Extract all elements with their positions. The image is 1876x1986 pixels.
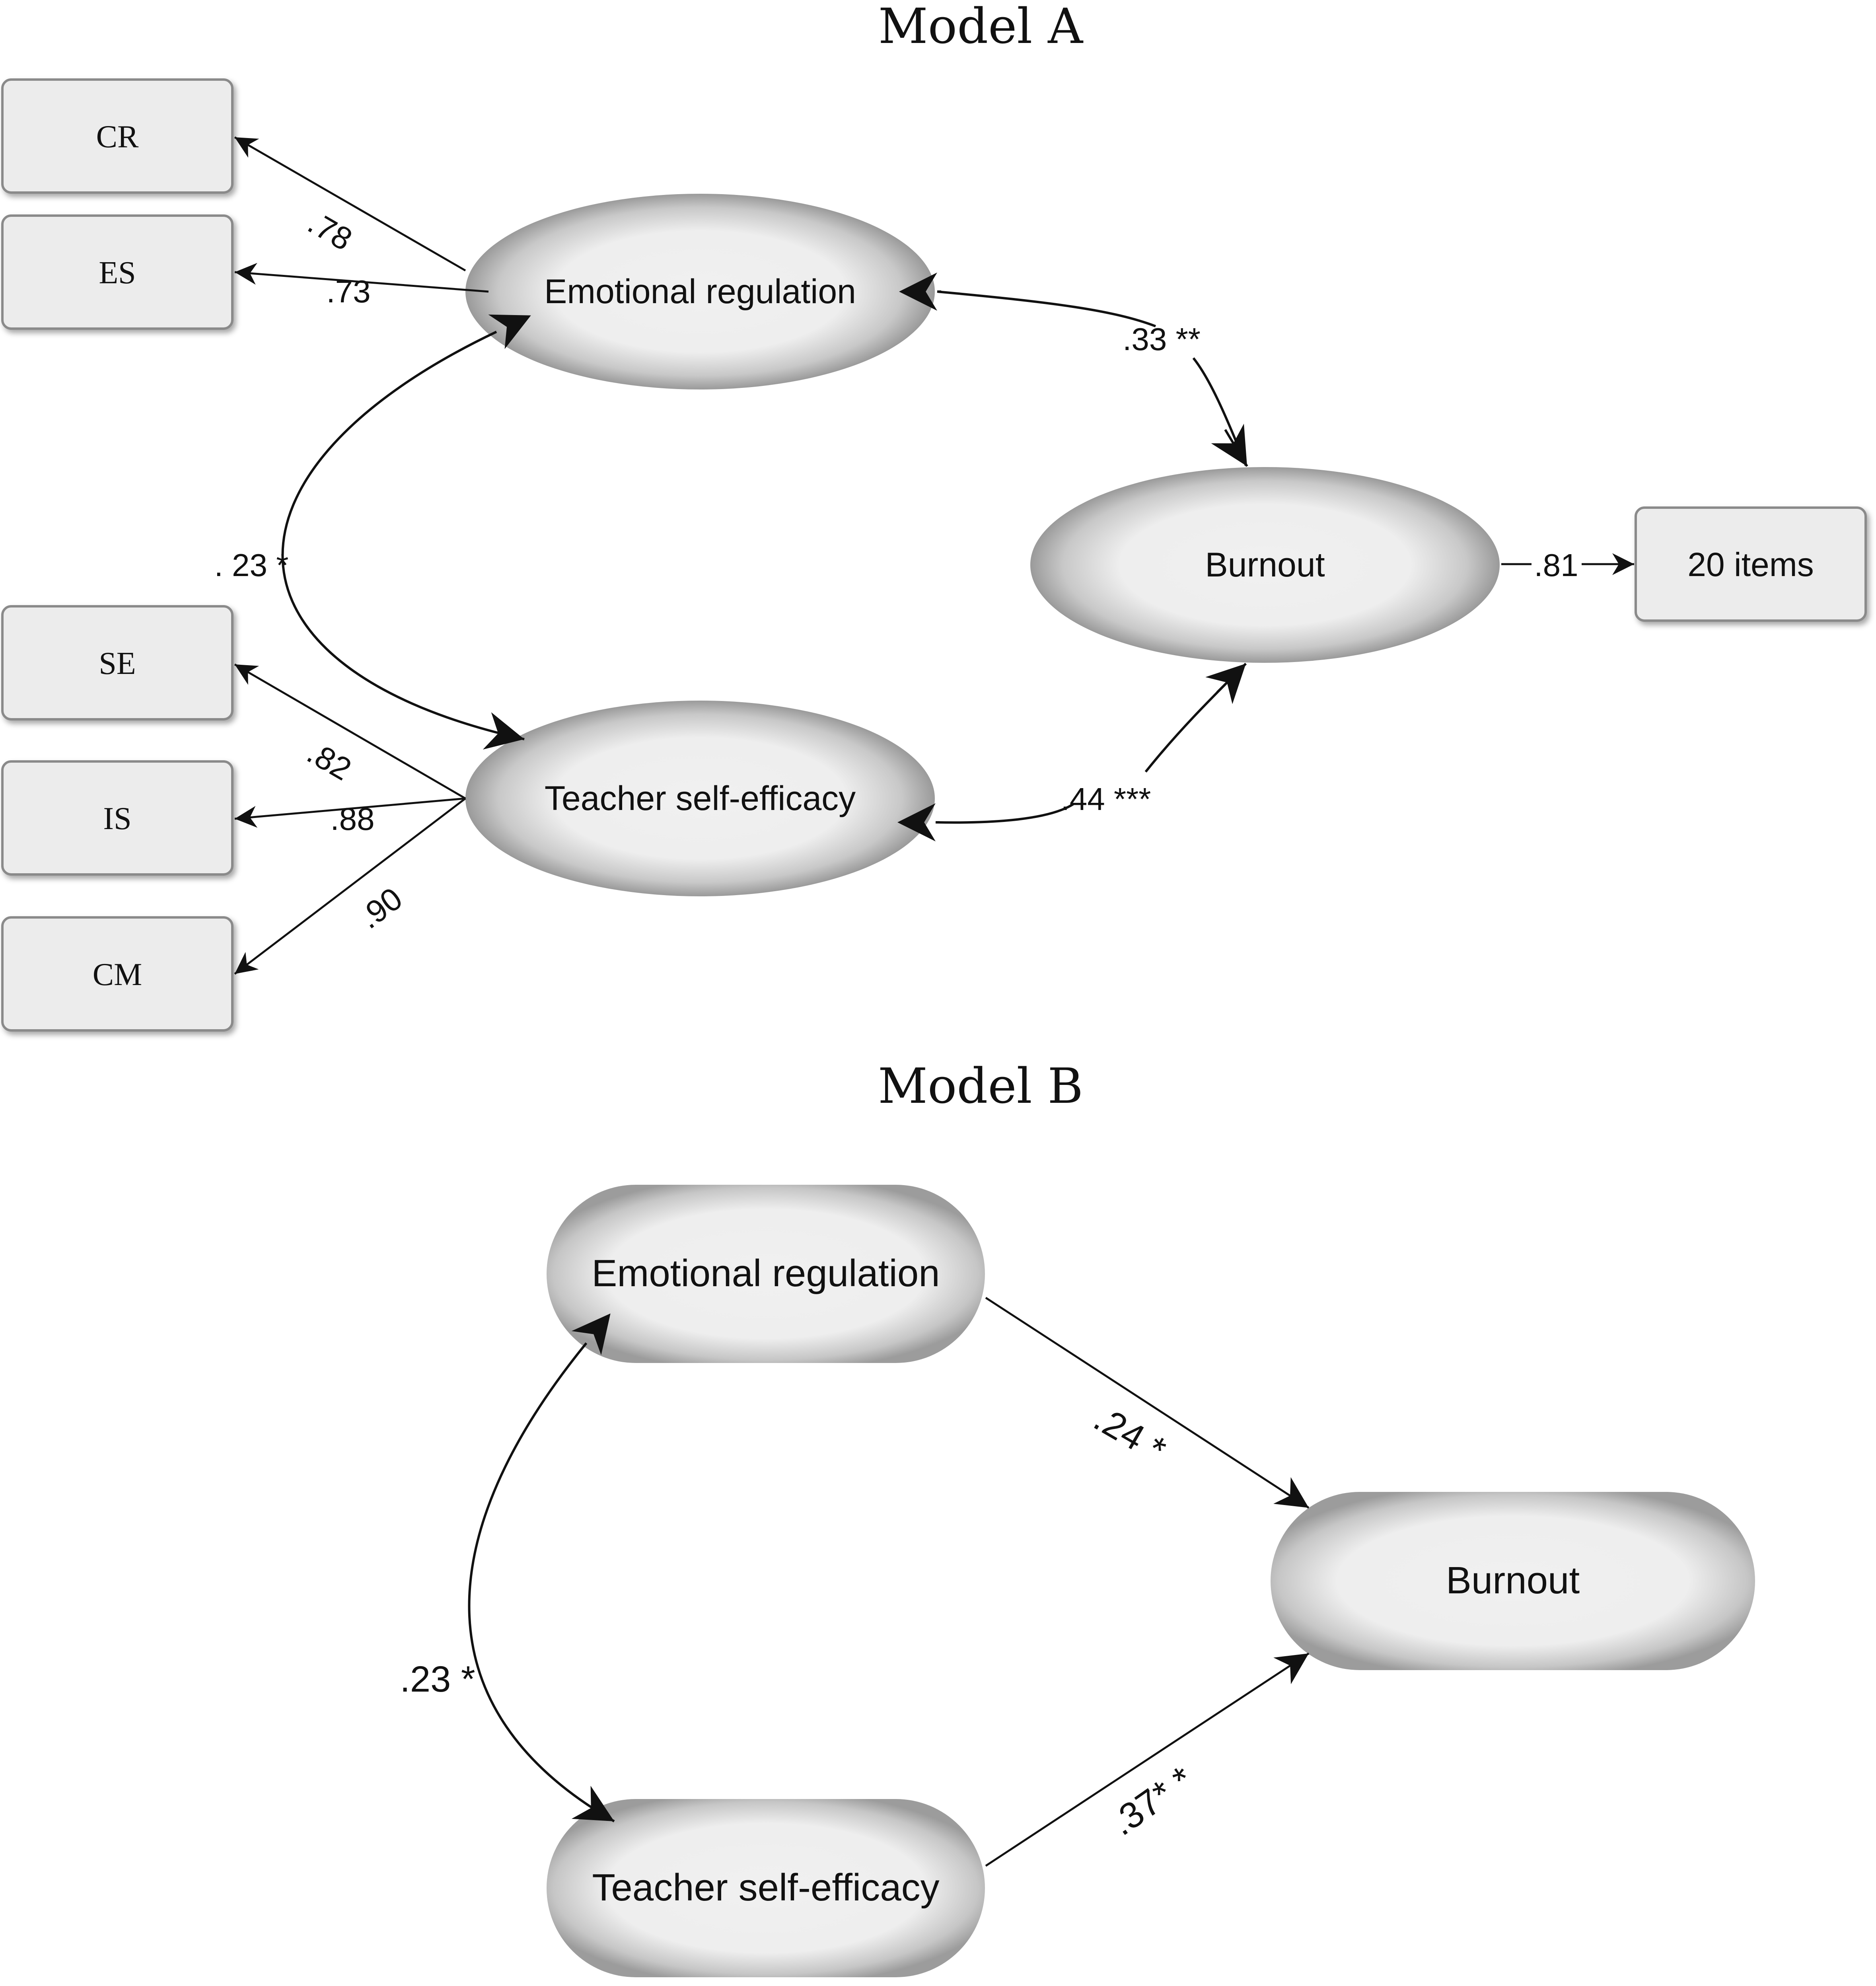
latent-emotional-regulation-label: Emotional regulation: [544, 273, 856, 311]
path-tse-burnout: .44 ***: [1061, 781, 1151, 817]
indicator-se-label: SE: [99, 646, 136, 681]
loading-es: .73: [326, 274, 370, 309]
indicator-es: ES: [1, 214, 234, 330]
latent-burnout: Burnout: [1030, 467, 1500, 663]
indicator-is-label: IS: [103, 801, 131, 836]
model-a-title: Model A: [878, 0, 1084, 55]
edge-er-cr: [234, 136, 466, 272]
indicator-20-items-label: 20 items: [1687, 546, 1814, 583]
node-b-burnout-label: Burnout: [1446, 1559, 1580, 1602]
edge-tse-cm: [234, 798, 466, 975]
loading-cr: .78: [302, 204, 358, 257]
indicator-cm: CM: [1, 916, 234, 1032]
edge-er-tse-covariance: [281, 314, 531, 750]
model-b: Model B Emotional regulation Teacher sel…: [400, 1058, 1755, 1977]
latent-teacher-self-efficacy: Teacher self-efficacy: [465, 701, 935, 896]
edge-er-es: [234, 263, 489, 293]
path-b-tse-burnout: .37* *: [1103, 1759, 1200, 1844]
edge-b-er-tse-covariance: [468, 1313, 615, 1822]
edge-tse-burnout-end: [1205, 662, 1247, 704]
loading-cm: .90: [352, 880, 409, 935]
latent-burnout-label: Burnout: [1205, 546, 1325, 584]
node-b-burnout: Burnout: [1271, 1492, 1755, 1670]
edge-er-burnout-covariance: [937, 290, 1247, 466]
model-a: Model A CR ES SE IS CM 20 items: [1, 0, 1867, 1032]
node-b-teacher-self-efficacy-label: Teacher self-efficacy: [592, 1866, 939, 1909]
edge-b-er-burnout: [985, 1297, 1310, 1509]
loading-is: .88: [330, 801, 374, 837]
node-b-teacher-self-efficacy: Teacher self-efficacy: [547, 1799, 985, 1977]
loading-items: .81: [1534, 547, 1578, 583]
edge-tse-se: [234, 663, 466, 800]
model-b-title: Model B: [878, 1058, 1083, 1114]
node-b-emotional-regulation-label: Emotional regulation: [592, 1252, 940, 1295]
indicator-se: SE: [1, 605, 234, 720]
indicator-cr-label: CR: [96, 119, 139, 154]
path-b-er-burnout: .24 *: [1087, 1398, 1173, 1471]
latent-emotional-regulation: Emotional regulation: [465, 194, 935, 389]
loading-se: .82: [301, 734, 357, 787]
latent-teacher-self-efficacy-label: Teacher self-efficacy: [545, 779, 856, 818]
indicator-is: IS: [1, 760, 234, 876]
indicator-cr: CR: [1, 78, 234, 194]
edge-er-burnout-end: [1211, 423, 1248, 467]
indicator-20-items: 20 items: [1635, 506, 1867, 622]
indicator-es-label: ES: [99, 255, 136, 290]
edge-b-tse-burnout: [985, 1652, 1310, 1867]
edge-tse-is: [234, 797, 466, 828]
path-er-burnout: .33 **: [1123, 321, 1201, 357]
indicator-cm-label: CM: [93, 957, 142, 992]
path-b-er-tse: .23 *: [400, 1659, 475, 1700]
node-b-emotional-regulation: Emotional regulation: [547, 1185, 985, 1363]
path-er-tse: . 23 *: [214, 547, 289, 583]
